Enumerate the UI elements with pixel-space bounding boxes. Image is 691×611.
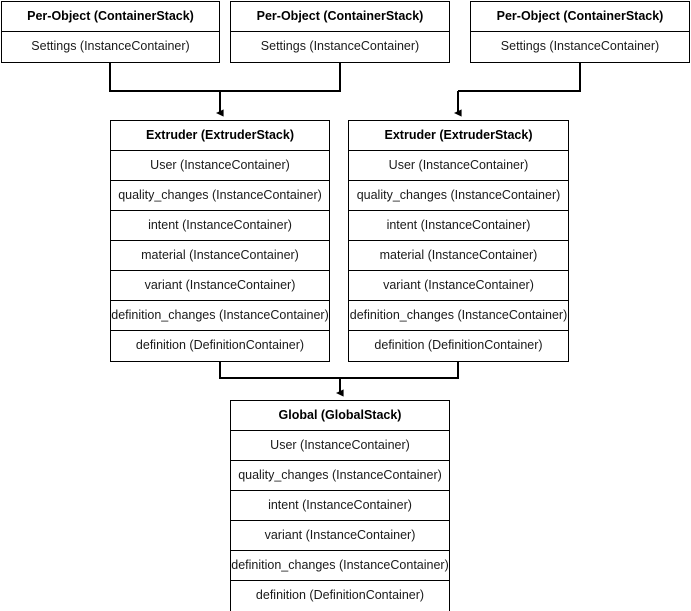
node-row-user: User (InstanceContainer) — [349, 151, 568, 181]
node-row-variant: variant (InstanceContainer) — [231, 521, 449, 551]
node-row-definition: definition (DefinitionContainer) — [349, 331, 568, 361]
node-row-intent: intent (InstanceContainer) — [349, 211, 568, 241]
node-row-intent: intent (InstanceContainer) — [111, 211, 329, 241]
node-per-object-stack-3[interactable]: Per-Object (ContainerStack) Settings (In… — [470, 1, 690, 63]
node-row-intent: intent (InstanceContainer) — [231, 491, 449, 521]
node-row-definition-changes: definition_changes (InstanceContainer) — [349, 301, 568, 331]
node-row-variant: variant (InstanceContainer) — [111, 271, 329, 301]
node-extruder-stack-1[interactable]: Extruder (ExtruderStack) User (InstanceC… — [110, 120, 330, 362]
node-row-quality-changes: quality_changes (InstanceContainer) — [231, 461, 449, 491]
node-global-stack[interactable]: Global (GlobalStack) User (InstanceConta… — [230, 400, 450, 611]
node-header: Per-Object (ContainerStack) — [2, 2, 219, 32]
node-header: Extruder (ExtruderStack) — [111, 121, 329, 151]
node-row-definition-changes: definition_changes (InstanceContainer) — [111, 301, 329, 331]
node-per-object-stack-1[interactable]: Per-Object (ContainerStack) Settings (In… — [1, 1, 220, 63]
node-header: Global (GlobalStack) — [231, 401, 449, 431]
node-row-definition-changes: definition_changes (InstanceContainer) — [231, 551, 449, 581]
node-header: Per-Object (ContainerStack) — [231, 2, 449, 32]
node-header: Extruder (ExtruderStack) — [349, 121, 568, 151]
node-row-variant: variant (InstanceContainer) — [349, 271, 568, 301]
edge-extruder1-to-global — [219, 360, 340, 379]
edge-extruder2-to-global — [340, 360, 459, 379]
node-header: Per-Object (ContainerStack) — [471, 2, 689, 32]
node-per-object-stack-2[interactable]: Per-Object (ContainerStack) Settings (In… — [230, 1, 450, 63]
node-extruder-stack-2[interactable]: Extruder (ExtruderStack) User (InstanceC… — [348, 120, 569, 362]
node-row-user: User (InstanceContainer) — [111, 151, 329, 181]
node-row-definition: definition (DefinitionContainer) — [231, 581, 449, 611]
node-row-material: material (InstanceContainer) — [349, 241, 568, 271]
node-row-settings: Settings (InstanceContainer) — [231, 32, 449, 62]
node-row-quality-changes: quality_changes (InstanceContainer) — [349, 181, 568, 211]
node-row-settings: Settings (InstanceContainer) — [471, 32, 689, 62]
node-row-settings: Settings (InstanceContainer) — [2, 32, 219, 62]
node-row-user: User (InstanceContainer) — [231, 431, 449, 461]
node-row-definition: definition (DefinitionContainer) — [111, 331, 329, 361]
node-row-quality-changes: quality_changes (InstanceContainer) — [111, 181, 329, 211]
node-row-material: material (InstanceContainer) — [111, 241, 329, 271]
